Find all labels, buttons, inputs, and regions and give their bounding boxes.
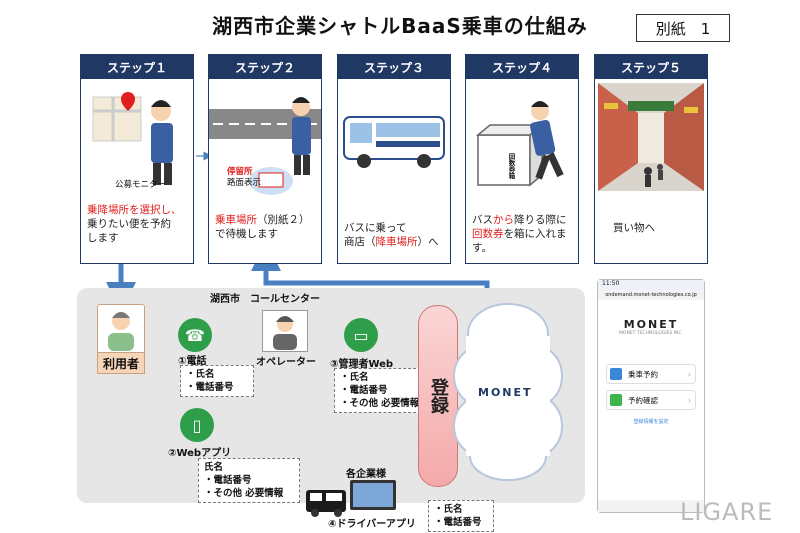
step-4-header: ステップ４ [466,55,578,79]
car-icon [610,368,622,380]
step-5-card: ステップ５ 買い物へ [594,54,708,264]
call-center-label: 湖西市 コールセンター [210,294,320,305]
step-2-text: 乗車場所（別紙２） で待機します [215,214,310,240]
register-pill: 登録 [418,305,458,487]
step-4-card: ステップ４ 回数券箱 バスから降りる際に 回数券を箱に入れま す。 [465,54,579,264]
map-phone-illustration [92,92,173,185]
step-1-card: ステップ１ 公募モニター 乗降場所を選択し、 乗りたい便を予約 します [80,54,194,264]
user-label: 利用者 [97,352,145,374]
status-bar: 11:50 [598,280,704,290]
smartphone-icon: ▯ [180,408,214,442]
shopping-street-photo [598,83,704,191]
page-title: 湖西市企業シャトルBaaS乗車の仕組み [212,14,588,38]
webapp-label: ②Webアプリ [168,448,232,459]
monitor-icon: ▭ [344,318,378,352]
step-5-header: ステップ５ [595,55,707,79]
menu-item-reserve[interactable]: 乗車予約› [606,364,696,384]
attachment-label: 別紙 1 [636,14,730,42]
step-2-road-label: 路面表示 [227,178,262,188]
step-2-card: ステップ２ 停留所 路面表示 乗車場所（別紙２） で待機します [208,54,322,264]
driver-info-box: ・氏名 ・電話番号 [428,500,494,532]
operator-avatar [262,310,308,352]
register-label: 登録 [428,378,449,414]
phone-info-box: ・氏名 ・電話番号 [180,365,254,397]
bus-tablet-icon [306,480,396,517]
admin-web-label: ③管理者Web [330,359,394,370]
step-4-text: バスから降りる際に 回数券を箱に入れま す。 [472,214,567,254]
driver-app-label: ④ドライバーアプリ [328,519,416,530]
document-icon [610,394,622,406]
phone-channel-label: ①電話 [178,356,207,367]
step-5-text: 買い物へ [613,222,655,234]
ticket-box-illustration [475,101,564,187]
admin-info-box: ・氏名 ・電話番号 ・その他 必要情報 [334,368,426,413]
step-1-text: 乗降場所を選択し、 乗りたい便を予約 します [87,204,182,244]
step-3-text: バスに乗って 商店（降車場所）へ [344,222,439,248]
smartphone-screenshot: 11:50 ondemand.monet-technologies.co.jp … [597,279,705,513]
phone-icon: ☎ [178,318,212,352]
step-2-stop-label: 停留所 [227,167,253,177]
ticket-box-label: 回数券箱 [507,153,515,179]
phone-brand: MONET [623,318,679,331]
step-1-pic-label: 公募モニター [115,180,167,190]
browser-toolbar [598,500,704,512]
watermark: LIGARE [680,498,774,526]
monet-cloud [453,303,563,481]
settings-link[interactable]: 登録情報を設定 [633,419,669,425]
step-2-header: ステップ２ [209,55,321,79]
companies-label: 各企業様 [346,469,386,480]
webapp-info-box: 氏名 ・電話番号 ・その他 必要情報 [198,458,300,503]
phone-brand-sub: MONET TECHNOLOGIES INC. [619,331,683,336]
bus-stop-illustration [209,97,321,195]
operator-label: オペレーター [256,357,316,368]
bus-icon [343,116,445,168]
user-avatar [97,304,145,354]
step-3-header: ステップ３ [338,55,450,79]
step-1-header: ステップ１ [81,55,193,79]
url-bar: ondemand.monet-technologies.co.jp [598,290,704,300]
step-3-card: ステップ３ バスに乗って 商店（降車場所）へ [337,54,451,264]
menu-item-check[interactable]: 予約確認› [606,390,696,410]
monet-logo: MONET [478,386,533,399]
